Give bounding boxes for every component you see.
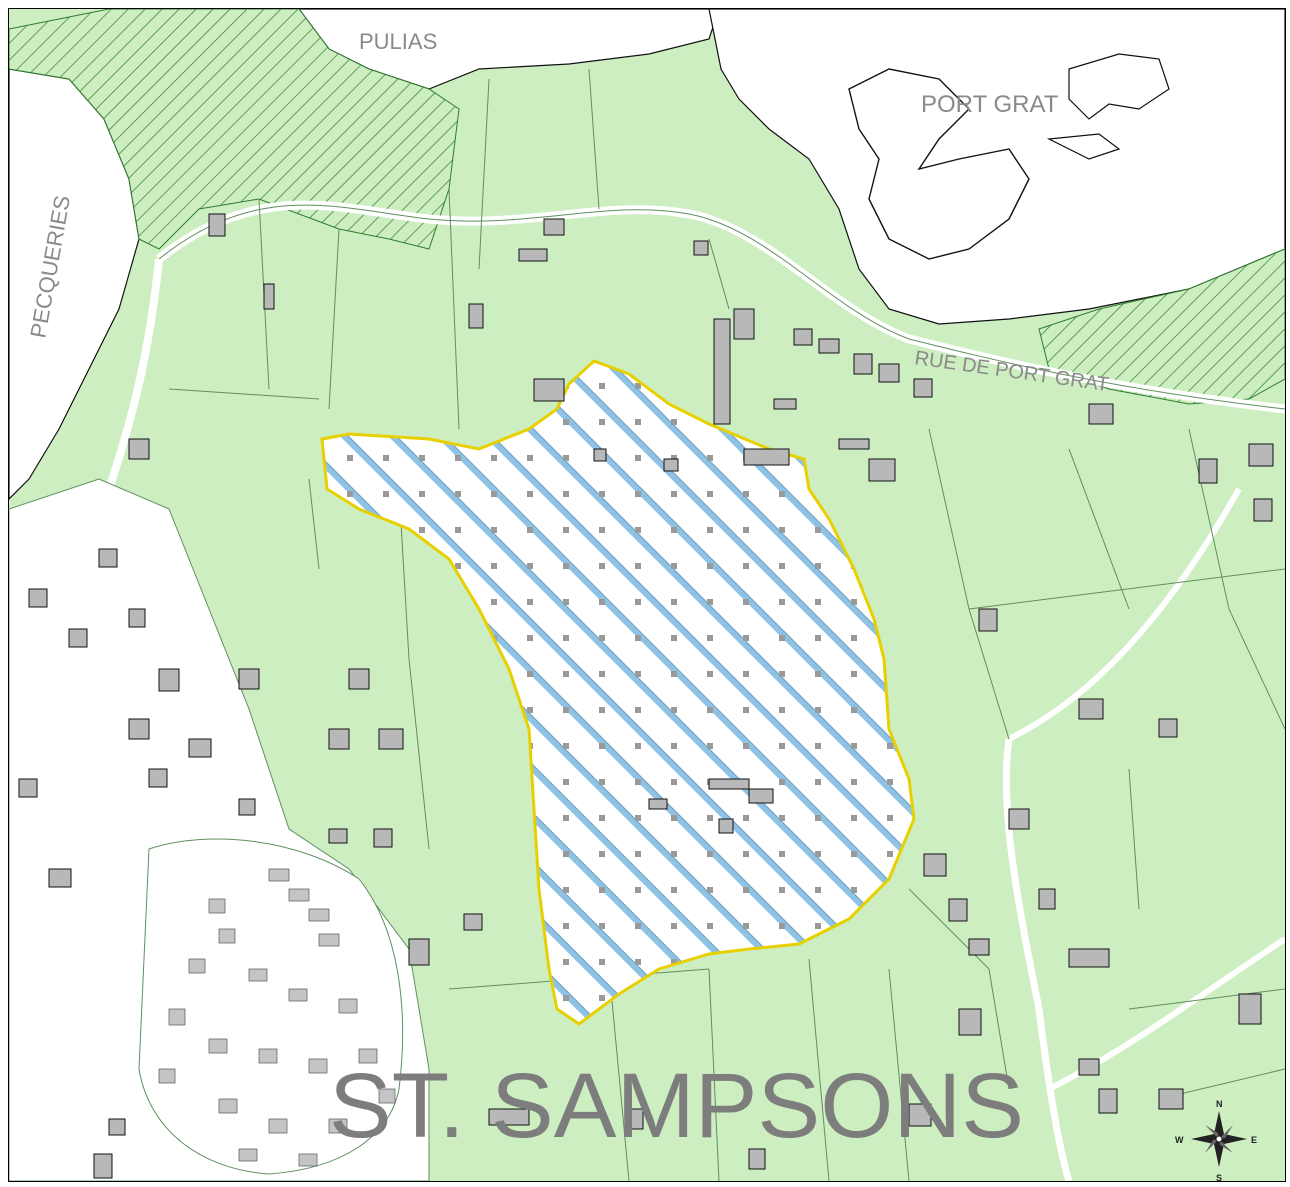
housing-estate (138, 838, 404, 1175)
road-northeast (1007, 487, 1242, 742)
conservation-area-west (9, 9, 460, 250)
compass-w: W (1175, 1135, 1184, 1145)
map-frame[interactable]: PULIAS PORT GRAT PECQUERIES RUE DE PORT … (8, 8, 1286, 1182)
buildings (18, 213, 1274, 1179)
compass-icon: N S E W (1175, 1099, 1257, 1181)
field-boundaries (168, 68, 1285, 1181)
compass-e: E (1251, 1135, 1257, 1145)
rock-outline-tiny (1046, 133, 1121, 160)
road-east (1002, 738, 1073, 1181)
road-edge (158, 204, 1285, 410)
label-parish: ST. SAMPSONS (329, 1055, 1024, 1157)
rock-outline (848, 68, 1030, 260)
compass-s: S (1216, 1173, 1222, 1181)
label-pulias: PULIAS (359, 29, 437, 54)
compass-n: N (1216, 1099, 1223, 1109)
rock-outline-small (1068, 53, 1170, 120)
site-boundary[interactable] (320, 359, 916, 1026)
estate-houses (158, 868, 396, 1167)
map-canvas[interactable]: PULIAS PORT GRAT PECQUERIES RUE DE PORT … (9, 9, 1285, 1181)
label-port-grat: PORT GRAT (921, 91, 1059, 118)
